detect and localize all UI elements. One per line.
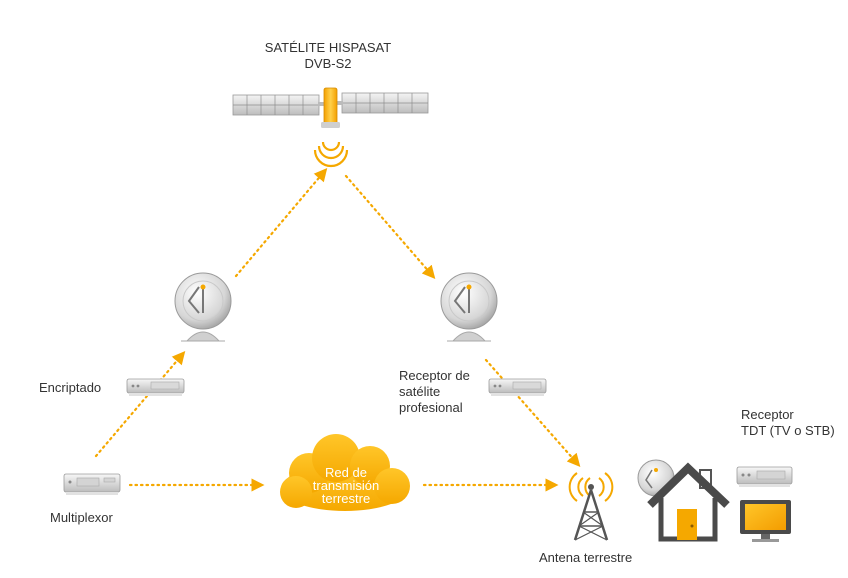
cloud-label-line1: Red de bbox=[325, 465, 367, 480]
cloud-label: Red de transmisión terrestre bbox=[288, 466, 404, 505]
tdt-receiver-device-icon bbox=[736, 466, 793, 487]
receptor-tdt-label: Receptor TDT (TV o STB) bbox=[741, 407, 835, 439]
cloud-label-line3: terrestre bbox=[321, 491, 371, 506]
receptor-satelite-line1: Receptor de bbox=[399, 368, 470, 383]
satellite-title: SATÉLITE HISPASAT DVB-S2 bbox=[248, 40, 408, 72]
encryptor-device-icon bbox=[126, 378, 185, 396]
satellite-title-line1: SATÉLITE HISPASAT bbox=[264, 40, 392, 55]
receptor-satelite-line2: satélite bbox=[399, 384, 441, 399]
receptor-satelite-label: Receptor de satélite profesional bbox=[399, 368, 470, 416]
multiplexor-label: Multiplexor bbox=[50, 510, 113, 525]
house-icon bbox=[637, 459, 730, 542]
arrow-multiplexor-to-encriptado bbox=[94, 350, 186, 458]
tv-icon bbox=[740, 500, 791, 542]
receptor-satelite-line3: profesional bbox=[399, 400, 463, 415]
arrow-uplink-to-satellite bbox=[234, 167, 328, 278]
receptor-tdt-line1: Receptor bbox=[741, 407, 794, 422]
antenna-tower-icon bbox=[568, 472, 614, 541]
multiplexer-device-icon bbox=[63, 473, 121, 495]
cloud-label-line2: transmisión bbox=[312, 478, 380, 493]
cloud-icon bbox=[280, 434, 410, 511]
satellite-title-line2: DVB-S2 bbox=[304, 56, 352, 71]
uplink-dish-icon bbox=[174, 272, 232, 342]
encriptado-label: Encriptado bbox=[39, 380, 102, 395]
antena-terrestre-label: Antena terrestre bbox=[539, 550, 633, 565]
arrow-satellite-to-downlink bbox=[344, 174, 436, 279]
receptor-tdt-line2: TDT (TV o STB) bbox=[741, 423, 835, 438]
downlink-dish-icon bbox=[440, 272, 498, 342]
satellite-receiver-device-icon bbox=[488, 378, 547, 396]
satellite-icon bbox=[232, 87, 429, 168]
arrow-downlink-to-antenna bbox=[484, 358, 581, 467]
